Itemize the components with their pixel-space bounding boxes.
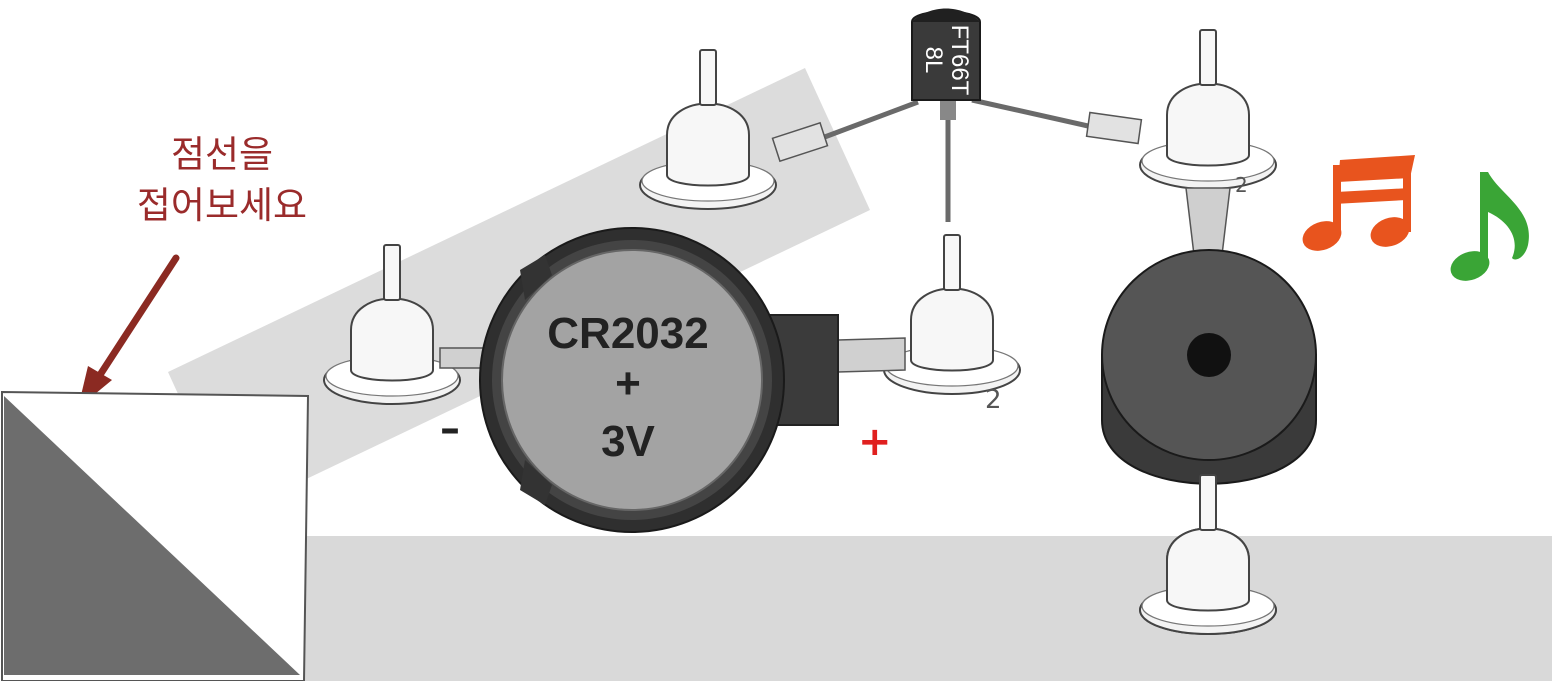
pin-mark: 2 [1235, 173, 1248, 197]
positive-sign: + [858, 419, 892, 465]
coin-cell [501, 249, 763, 511]
fold-arrow-icon [78, 254, 180, 408]
battery-holder: CR2032 + 3V [479, 227, 839, 533]
music-note-icon [1450, 172, 1529, 281]
fold-strip-bottom [300, 536, 1552, 681]
wires [821, 97, 1089, 222]
battery-label: CR2032 [547, 309, 708, 358]
transistor-code: FT66T [946, 25, 973, 96]
buzzer [1101, 187, 1317, 485]
battery-plus: + [615, 359, 641, 408]
post-topright [1139, 29, 1277, 190]
transistor: FT66T 8L [911, 8, 981, 120]
transistor-code-2: 8L [920, 47, 947, 74]
fold-corner [0, 390, 310, 681]
beamed-note-icon [1302, 155, 1415, 251]
battery-voltage: 3V [601, 417, 655, 466]
pin-mark: 2 [985, 385, 1002, 415]
instruction-line-2: 접어보세요 [137, 184, 307, 227]
negative-sign: – [440, 406, 460, 452]
instruction-line-1: 점선을 [171, 133, 273, 176]
